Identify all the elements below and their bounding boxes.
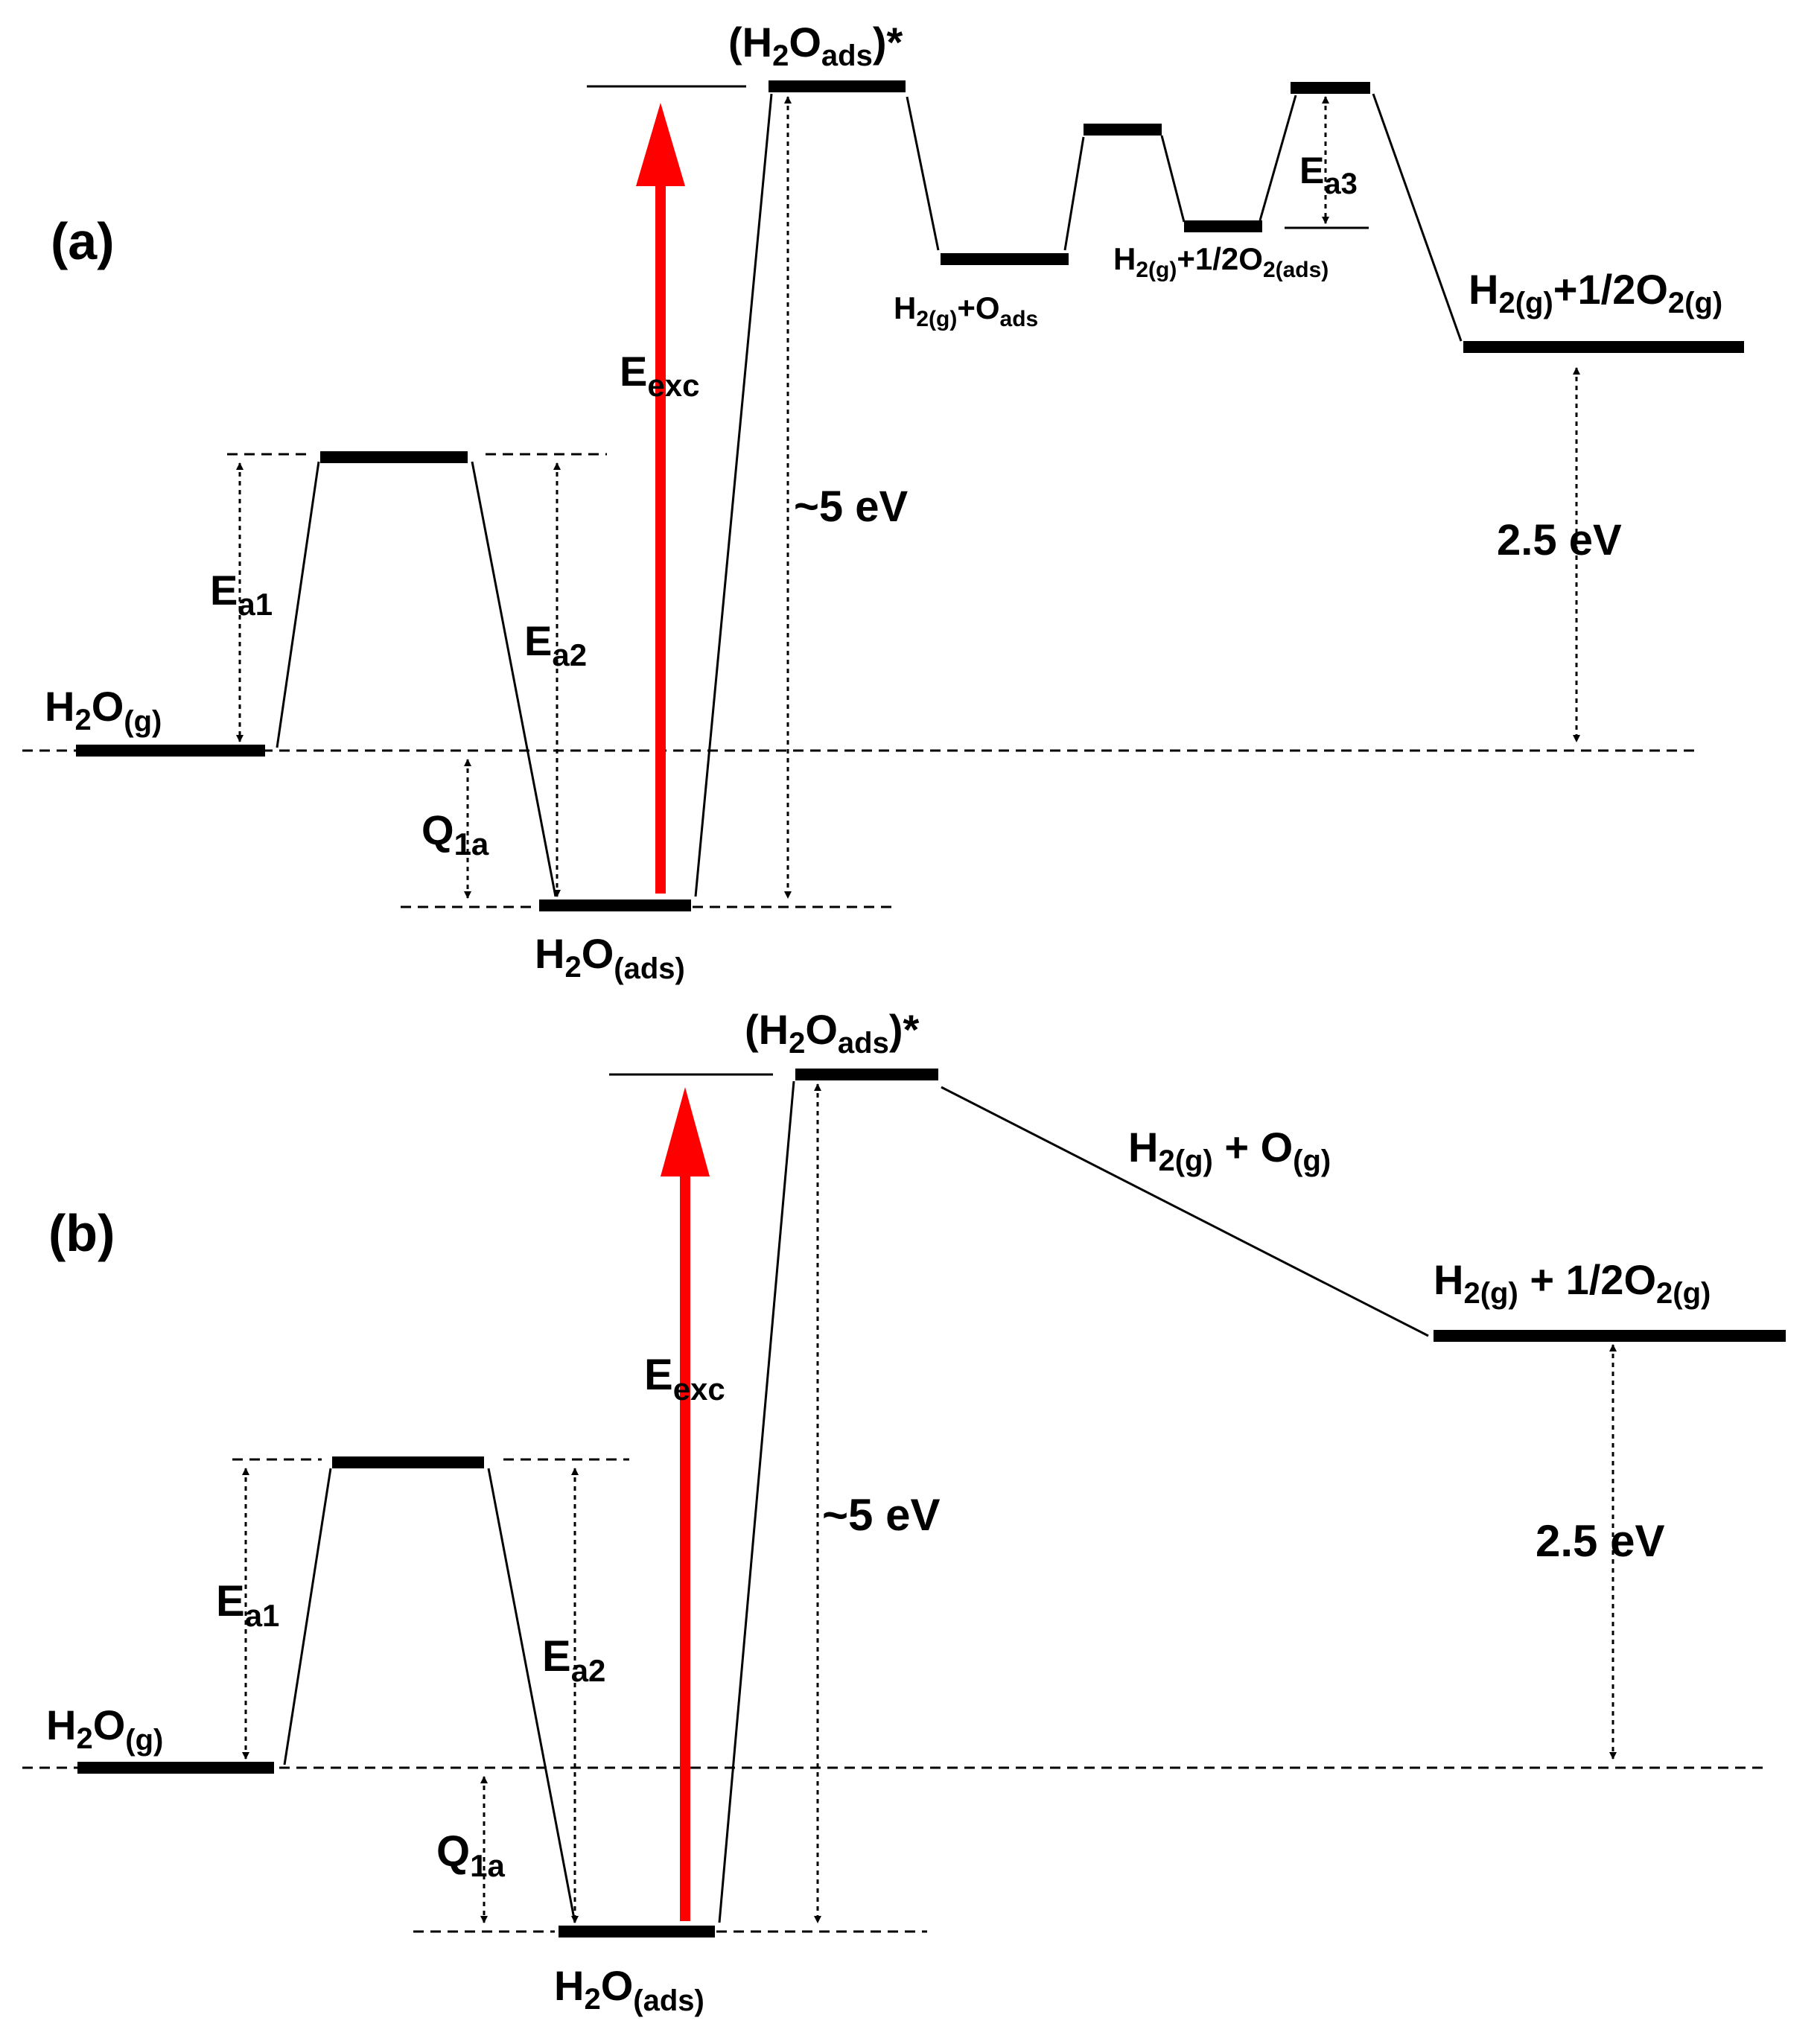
panel-a-label-products: H2(g)+1/2O2(g) <box>1469 266 1722 319</box>
panel-b-label-2p5ev: 2.5 eV <box>1536 1516 1664 1566</box>
panel-a-label-h2-o2ads: H2(g)+1/2O2(ads) <box>1113 241 1329 282</box>
panel-a-connector <box>906 96 940 251</box>
panel-a-label-q1a: Q1a <box>421 806 489 862</box>
panel-a-label-h2-oads: H2(g)+Oads <box>894 290 1038 331</box>
panel-a-label-h2o-gas: H2O(g) <box>45 683 162 738</box>
panel-a-connector <box>694 93 773 897</box>
panel-a: (a) <box>22 19 1744 985</box>
panel-a-label-excited: (H2Oads)* <box>728 19 903 72</box>
panel-a-connector <box>471 461 557 897</box>
panel-a-connector <box>276 461 320 748</box>
panel-b-connector <box>283 1468 332 1765</box>
panel-b-label: (b) <box>48 1204 115 1262</box>
panel-a-connector <box>1372 93 1463 342</box>
panel-b-excitation-arrow-head <box>661 1087 710 1176</box>
panel-a-label-h2o-ads: H2O(ads) <box>535 930 685 985</box>
panel-a-label: (a) <box>51 212 115 270</box>
panel-b-label-q1a: Q1a <box>436 1827 505 1883</box>
panel-b-label-excited: (H2Oads)* <box>745 1006 919 1060</box>
panel-b-label-h2o-ads: H2O(ads) <box>554 1962 704 2017</box>
panel-b-connector <box>718 1080 795 1923</box>
panel-a-label-ea1: Ea1 <box>210 567 273 622</box>
panel-a-label-eexc: Eexc <box>620 348 699 403</box>
panel-a-label-2p5ev: 2.5 eV <box>1497 516 1622 564</box>
panel-b-label-h2-og: H2(g) + O(g) <box>1128 1124 1331 1177</box>
panel-a-label-ea3: Ea3 <box>1299 150 1358 200</box>
panel-b-connector <box>941 1086 1429 1337</box>
panel-b-label-ea2: Ea2 <box>542 1632 605 1688</box>
panel-b-label-h2o-gas: H2O(g) <box>46 1701 163 1757</box>
panel-a-connector <box>1160 135 1186 223</box>
panel-a-connector <box>1259 95 1297 221</box>
panel-b-label-eexc: Eexc <box>644 1351 725 1407</box>
panel-b-label-5ev: ~5 eV <box>822 1490 940 1540</box>
panel-a-label-ea2: Ea2 <box>524 617 587 672</box>
panel-b: (b) H2O(g) H2O(ads) (H2Oads)* H2(g) + <box>22 1006 1786 2017</box>
panel-b-connector <box>487 1468 576 1923</box>
panel-a-excitation-arrow-head <box>636 103 685 186</box>
panel-a-label-5ev: ~5 eV <box>794 483 908 531</box>
panel-a-connector <box>1063 136 1085 251</box>
panel-b-label-ea1: Ea1 <box>216 1577 279 1633</box>
panel-b-label-products: H2(g) + 1/2O2(g) <box>1434 1256 1711 1310</box>
